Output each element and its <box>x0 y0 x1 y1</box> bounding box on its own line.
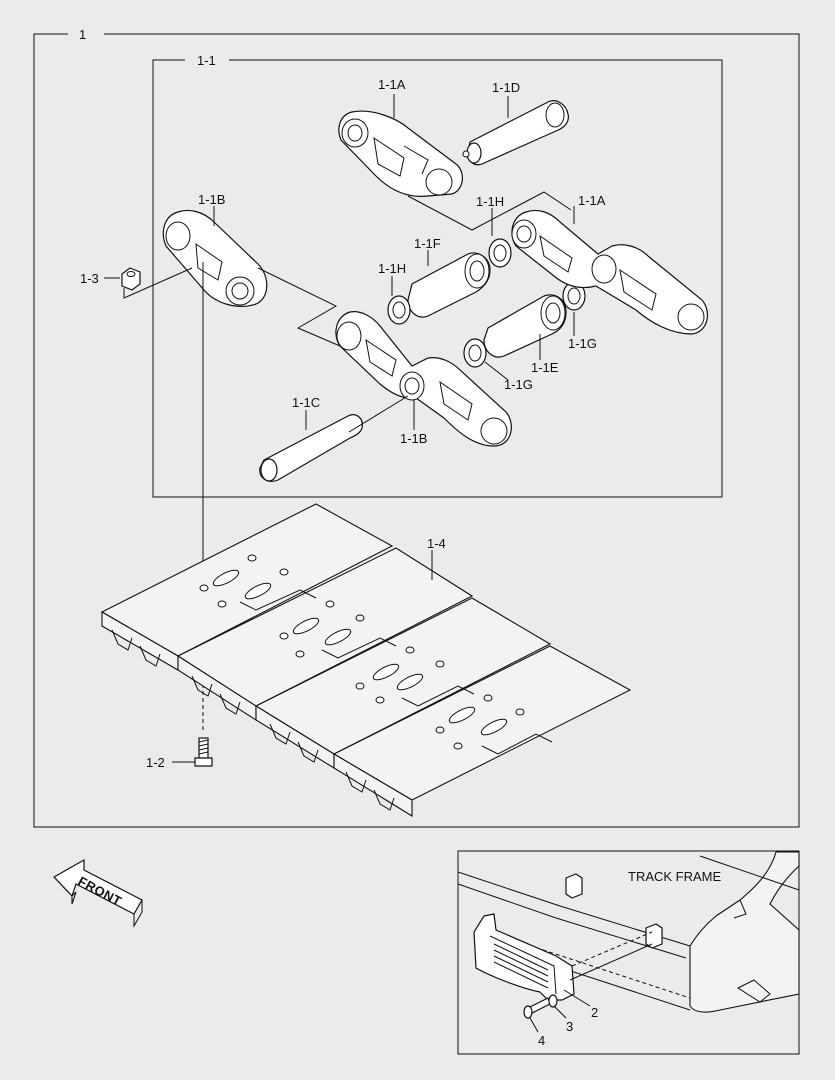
label-1-2: 1-2 <box>146 755 165 770</box>
label-1-1A-top: 1-1A <box>378 77 406 92</box>
bushing-1-1F <box>407 252 491 318</box>
track-link-1-1A-right <box>511 209 709 335</box>
label-1-1D: 1-1D <box>492 80 520 95</box>
label-1-1B-left: 1-1B <box>198 192 225 207</box>
inset-label-3: 3 <box>566 1019 573 1034</box>
label-1-1H-left: 1-1H <box>378 261 406 276</box>
label-1-3: 1-3 <box>80 271 99 286</box>
track-link-1-1B-bottom <box>335 311 512 447</box>
seal-1-1H-top <box>488 238 512 268</box>
inset-track-frame: TRACK FRAME 2 3 4 <box>457 850 800 1055</box>
track-link-1-1A-top <box>338 110 463 197</box>
pin-1-1D <box>462 100 569 166</box>
bolt-1-2 <box>194 737 213 767</box>
label-1-1E: 1-1E <box>531 360 559 375</box>
label-1-1G-right: 1-1G <box>568 336 597 351</box>
label-1-1A-right: 1-1A <box>578 193 606 208</box>
pin-1-1C <box>259 414 363 482</box>
track-link-1-1B-left <box>162 209 268 307</box>
part-labels: 1-1A 1-1D 1-1A 1-1B 1-1H 1-1F 1-1H 1-3 1… <box>80 77 606 770</box>
leader-lines <box>104 94 575 763</box>
inset-title: TRACK FRAME <box>628 869 722 884</box>
subassembly-label: 1-1 <box>197 53 216 68</box>
label-1-1G-bottom: 1-1G <box>504 377 533 392</box>
subassembly-frame: 1-1 <box>152 53 723 498</box>
inset-label-2: 2 <box>591 1005 598 1020</box>
seal-1-1G-right <box>562 281 586 311</box>
label-1-1B-bottom: 1-1B <box>400 431 427 446</box>
label-1-1H-top: 1-1H <box>476 194 504 209</box>
assembly-label: 1 <box>79 27 86 42</box>
label-1-4: 1-4 <box>427 536 446 551</box>
nut-1-3 <box>121 267 141 291</box>
front-direction-arrow: FRONT <box>53 858 143 928</box>
seal-1-1H-left <box>387 295 411 325</box>
label-1-1F: 1-1F <box>414 236 441 251</box>
track-shoes-1-4 <box>100 503 632 817</box>
inset-label-4: 4 <box>538 1033 545 1048</box>
seal-1-1G-bottom <box>463 338 487 368</box>
bushing-1-1E <box>483 294 567 358</box>
assembly-frame: 1 <box>33 27 800 828</box>
label-1-1C: 1-1C <box>292 395 320 410</box>
